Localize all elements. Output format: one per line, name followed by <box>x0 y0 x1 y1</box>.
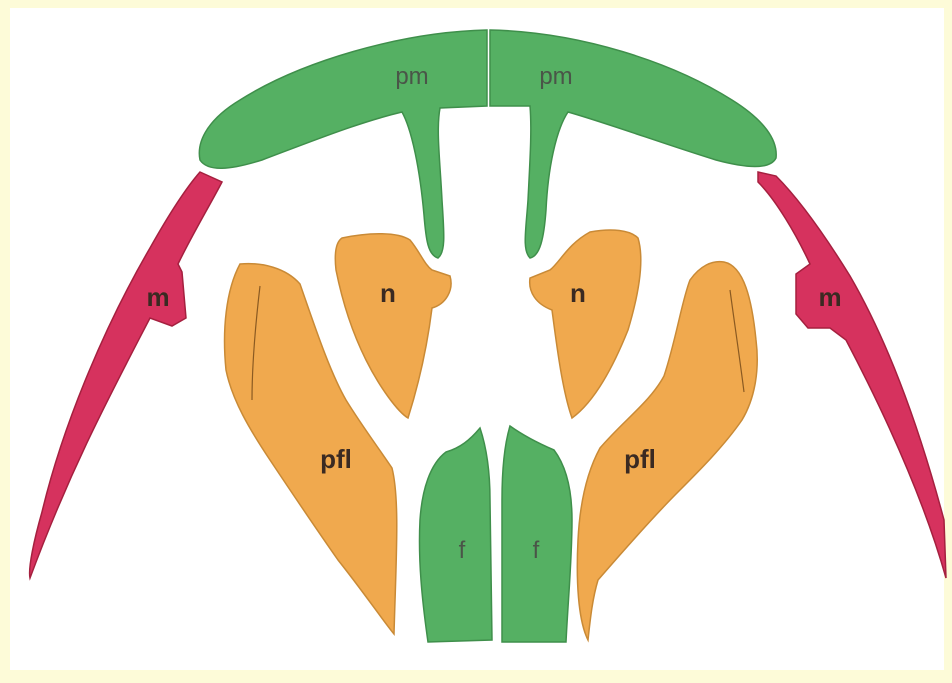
label-maxilla-left: m <box>146 282 169 312</box>
label-premaxilla-left: pm <box>395 63 428 90</box>
label-frontal-left: f <box>459 537 466 564</box>
label-frontal-right: f <box>533 537 540 564</box>
label-premaxilla-right: pm <box>539 63 572 90</box>
label-nasal-right: n <box>570 278 586 308</box>
label-nasal-left: n <box>380 278 396 308</box>
label-prefrontal-left: pfl <box>320 444 352 474</box>
label-maxilla-right: m <box>818 282 841 312</box>
label-prefrontal-right: pfl <box>624 444 656 474</box>
